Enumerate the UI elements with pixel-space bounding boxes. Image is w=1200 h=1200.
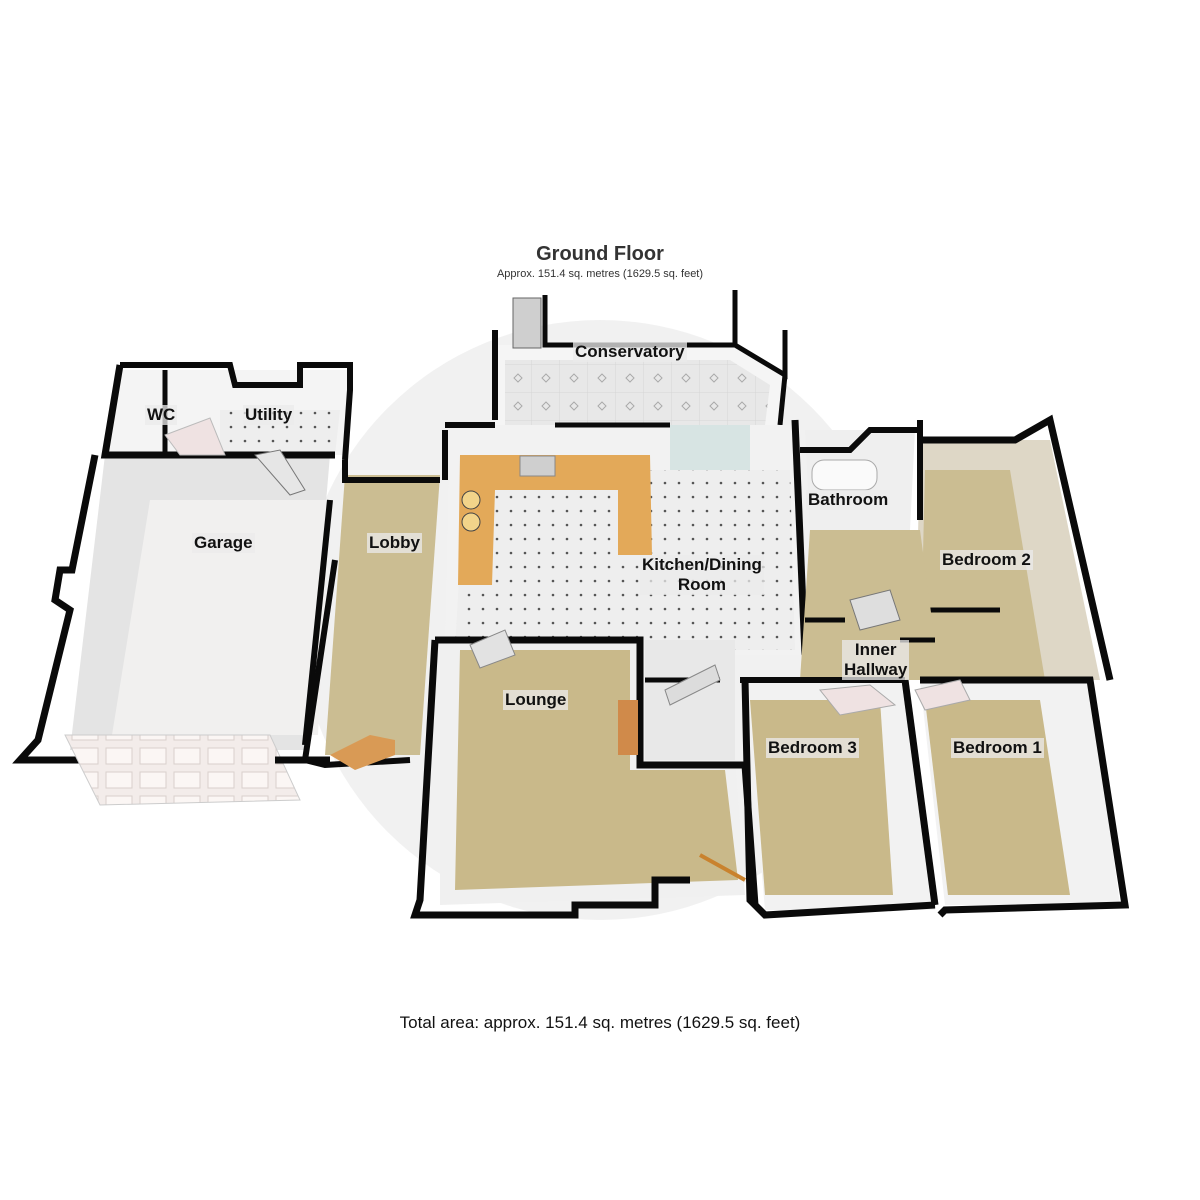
- kitchen-worktop-icon: [458, 455, 652, 585]
- label-kitchen-line1: Kitchen/Dining: [642, 555, 762, 574]
- label-hallway-line1: Inner: [854, 640, 897, 659]
- lounge-exterior-door-icon: [699, 853, 746, 882]
- hob-icon: [461, 490, 481, 510]
- label-conservatory: Conservatory: [573, 342, 687, 362]
- label-inner-hallway: Inner Hallway: [842, 640, 910, 680]
- floor-title: Ground Floor: [536, 243, 664, 265]
- garage-door-icon: [64, 734, 301, 806]
- room-wc-utility: [100, 362, 353, 496]
- room-garage: [12, 454, 333, 806]
- total-area: Total area: approx. 151.4 sq. metres (16…: [399, 1013, 801, 1032]
- room-conservatory: [492, 290, 788, 426]
- label-bathroom: Bathroom: [806, 490, 891, 510]
- lobby-door-icon: [330, 735, 395, 770]
- room-bathroom: [800, 427, 923, 530]
- room-bedroom3: [740, 677, 939, 919]
- label-bedroom1: Bedroom 1: [951, 738, 1044, 758]
- label-bedroom2: Bedroom 2: [940, 550, 1033, 570]
- patio-doors-icon: [670, 425, 750, 470]
- bedroom3-door-icon: [819, 684, 897, 716]
- lounge-door-icon: [469, 629, 516, 669]
- label-kitchen-dining: Kitchen/Dining Room: [640, 555, 764, 595]
- label-utility: Utility: [243, 405, 295, 425]
- wc-door-icon: [164, 417, 226, 456]
- label-lobby: Lobby: [367, 533, 422, 553]
- floor-area: Approx. 151.4 sq. metres (1629.5 sq. fee…: [496, 268, 704, 280]
- bedroom1-door-icon: [914, 679, 971, 711]
- label-wc: WC: [145, 405, 178, 425]
- conservatory-door-icon: [512, 297, 542, 349]
- room-bedroom1: [914, 676, 1130, 918]
- fireplace-icon: [618, 700, 638, 755]
- bath-icon: [811, 459, 878, 491]
- label-lounge: Lounge: [503, 690, 569, 710]
- sink-icon: [519, 455, 556, 477]
- label-kitchen-line2: Room: [677, 575, 727, 594]
- hallway-door-icon: [849, 589, 901, 631]
- label-bedroom3: Bedroom 3: [766, 738, 859, 758]
- cupboard-area: [645, 640, 735, 760]
- utility-door-icon: [254, 449, 306, 496]
- label-garage: Garage: [192, 533, 255, 553]
- label-hallway-line2: Hallway: [844, 660, 908, 679]
- room-kitchen-dining: [442, 419, 809, 656]
